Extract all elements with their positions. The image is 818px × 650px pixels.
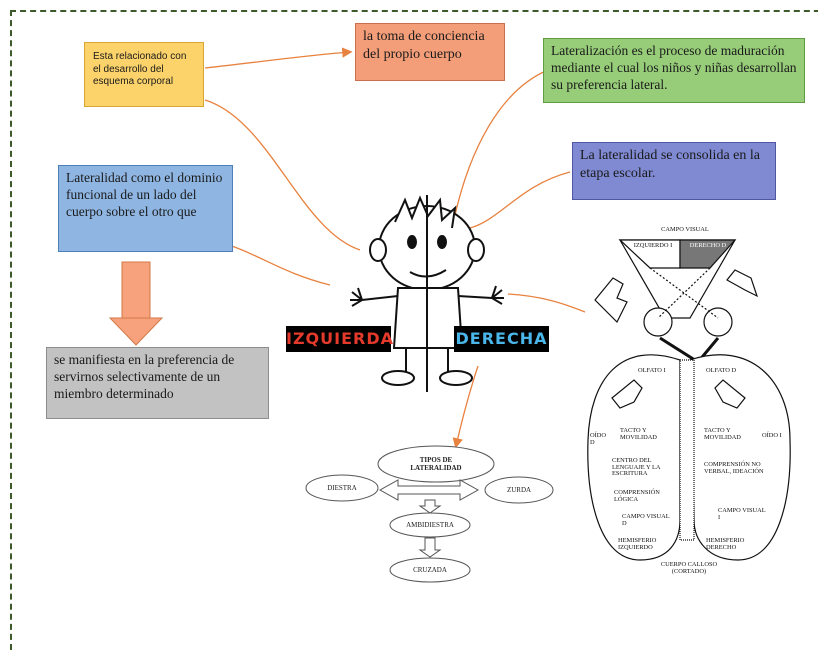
dashed-frame <box>10 10 818 650</box>
brain-tacto-i: TACTO Y MOVILIDAD <box>620 427 657 441</box>
brain-hemisferio-d: HEMISFERIO DERECHO <box>706 537 745 551</box>
lateralidad-dominio-text: Lateralidad como el dominio funcional de… <box>66 170 223 219</box>
brain-derecho: DERECHO D <box>689 242 727 249</box>
conciencia-cuerpo-text: la toma de conciencia del propio cuerpo <box>363 29 485 62</box>
brain-centro-lenguaje: CENTRO DEL LENGUAJE Y LA ESCRITURA <box>612 457 661 478</box>
brain-hemisferio-i: HEMISFERIO IZQUIERDO <box>618 537 657 551</box>
brain-campo-visual-d: CAMPO VISUAL D <box>622 513 670 527</box>
brain-oido-i: OÍDO D <box>590 432 606 446</box>
tipo-zurda: ZURDA <box>506 486 532 494</box>
tipo-ambidiestra: AMBIDIESTRA <box>406 521 454 529</box>
brain-diagram <box>587 239 791 561</box>
lateralidad-dominio-box: Lateralidad como el dominio funcional de… <box>58 165 233 252</box>
connector-figure-brain <box>507 293 586 313</box>
brain-olfato-d: OLFATO D <box>706 367 737 374</box>
brain-campo-visual-i: CAMPO VISUAL I <box>718 507 766 521</box>
brain-campo-visual: CAMPO VISUAL <box>661 226 709 233</box>
tipo-cruzada: CRUZADA <box>413 566 447 574</box>
tipos-diagram <box>305 445 554 583</box>
izquierda-label: IZQUIERDA <box>286 326 393 352</box>
brain-comprension-logica: COMPRENSIÓN LÓGICA <box>614 489 660 503</box>
lateralidad-consolida-text: La lateralidad se consolida en la etapa … <box>580 148 760 181</box>
lateralidad-consolida-box: La lateralidad se consolida en la etapa … <box>572 142 776 200</box>
esquema-corporal-text: Esta relacionado con el desarrollo del e… <box>93 51 187 87</box>
connector-esta-toma <box>204 47 353 69</box>
brain-cuerpo-calloso: CUERPO CALLOSO (CORTADO) <box>660 561 718 575</box>
conciencia-cuerpo-box: la toma de conciencia del propio cuerpo <box>355 23 505 81</box>
connectors <box>108 47 791 583</box>
brain-comprension-nv: COMPRENSIÓN NO VERBAL, IDEACIÓN <box>704 461 764 475</box>
connector-consol-figure <box>469 171 571 229</box>
connector-lateral-figure <box>454 69 549 216</box>
brain-tacto-d: TACTO Y MOVILIDAD <box>704 427 741 441</box>
brain-izquierdo: IZQUIERDO I <box>633 242 673 249</box>
tipo-diestra: DIESTRA <box>327 484 357 492</box>
connector-esta-figure <box>204 99 361 251</box>
preferencia-miembro-text: se manifiesta en la preferencia de servi… <box>54 352 235 401</box>
brain-olfato-i: OLFATO I <box>638 367 666 374</box>
preferencia-miembro-box: se manifiesta en la preferencia de servi… <box>46 347 269 419</box>
lateralizacion-text: Lateralización es el proceso de maduraci… <box>551 43 797 92</box>
derecha-label: DERECHA <box>454 326 549 352</box>
esquema-corporal-box: Esta relacionado con el desarrollo del e… <box>84 42 204 107</box>
brain-oido-d: OÍDO I <box>762 432 782 439</box>
lateralizacion-box: Lateralización es el proceso de maduraci… <box>543 38 805 103</box>
down-arrow-icon <box>108 261 164 346</box>
connector-figure-tipos <box>452 365 479 449</box>
tipos-title: TIPOS DE LATERALIDAD <box>410 456 462 472</box>
